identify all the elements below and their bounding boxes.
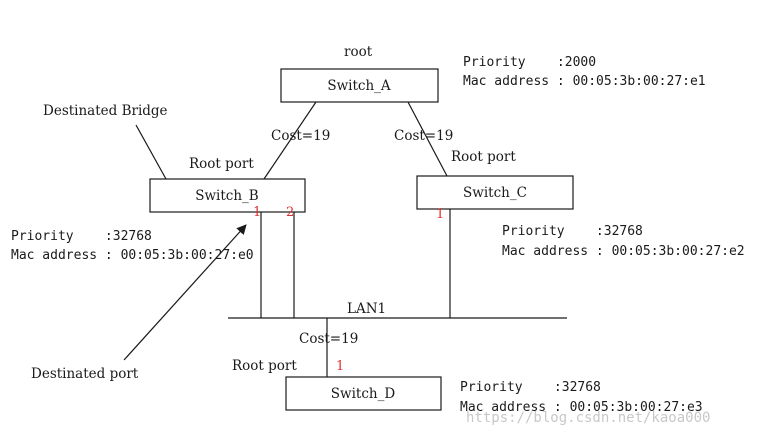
- switch-d-priority: Priority :32768: [460, 380, 601, 395]
- port-c1-number: 1: [436, 207, 444, 222]
- link-a-c: [407, 101, 448, 177]
- designated-port-label: Destinated port: [31, 366, 139, 382]
- switch-a-label: Switch_A: [327, 78, 391, 94]
- switch-d-mac: Mac address : 00:05:3b:00:27:e3: [460, 400, 703, 415]
- switch-c-box: [416, 175, 574, 210]
- switch-d: Switch_D: [285, 376, 442, 411]
- switch-b-priority: Priority :32768: [11, 229, 152, 244]
- switch-a-priority: Priority :2000: [463, 55, 596, 70]
- root-label: root: [344, 44, 373, 60]
- switch-b: Switch_B: [149, 178, 306, 213]
- switch-c: Switch_C: [416, 175, 574, 210]
- link-a-b: [263, 101, 317, 180]
- designated-bridge-label: Destinated Bridge: [43, 103, 168, 119]
- cost-lan-d: Cost=19: [299, 331, 358, 347]
- switch-a-mac: Mac address : 00:05:3b:00:27:e1: [463, 74, 706, 89]
- root-port-b: Root port: [189, 156, 254, 172]
- switch-a-box: [280, 68, 439, 103]
- root-port-c: Root port: [451, 149, 516, 165]
- switch-d-label: Switch_D: [331, 386, 396, 402]
- switch-b-mac: Mac address : 00:05:3b:00:27:e0: [11, 248, 254, 263]
- switch-c-priority: Priority :32768: [502, 224, 643, 239]
- root-port-d: Root port: [232, 358, 297, 374]
- designated-port-arrow: [123, 224, 247, 361]
- port-d1-number: 1: [336, 359, 344, 374]
- port-b1-number: 1: [253, 205, 261, 220]
- switch-c-label: Switch_C: [463, 185, 527, 201]
- switch-c-mac: Mac address : 00:05:3b:00:27:e2: [502, 244, 745, 259]
- port-b2-number: 2: [286, 205, 294, 220]
- switch-b-label: Switch_B: [195, 188, 259, 204]
- switch-a: Switch_A: [280, 68, 439, 103]
- cost-a-c: Cost=19: [394, 128, 453, 144]
- watermark-text: https://blog.csdn.net/kaoa000: [466, 410, 710, 426]
- cost-a-b: Cost=19: [271, 128, 330, 144]
- switch-b-box: [149, 178, 306, 213]
- switch-d-box: [285, 376, 442, 411]
- lan-label: LAN1: [347, 301, 386, 317]
